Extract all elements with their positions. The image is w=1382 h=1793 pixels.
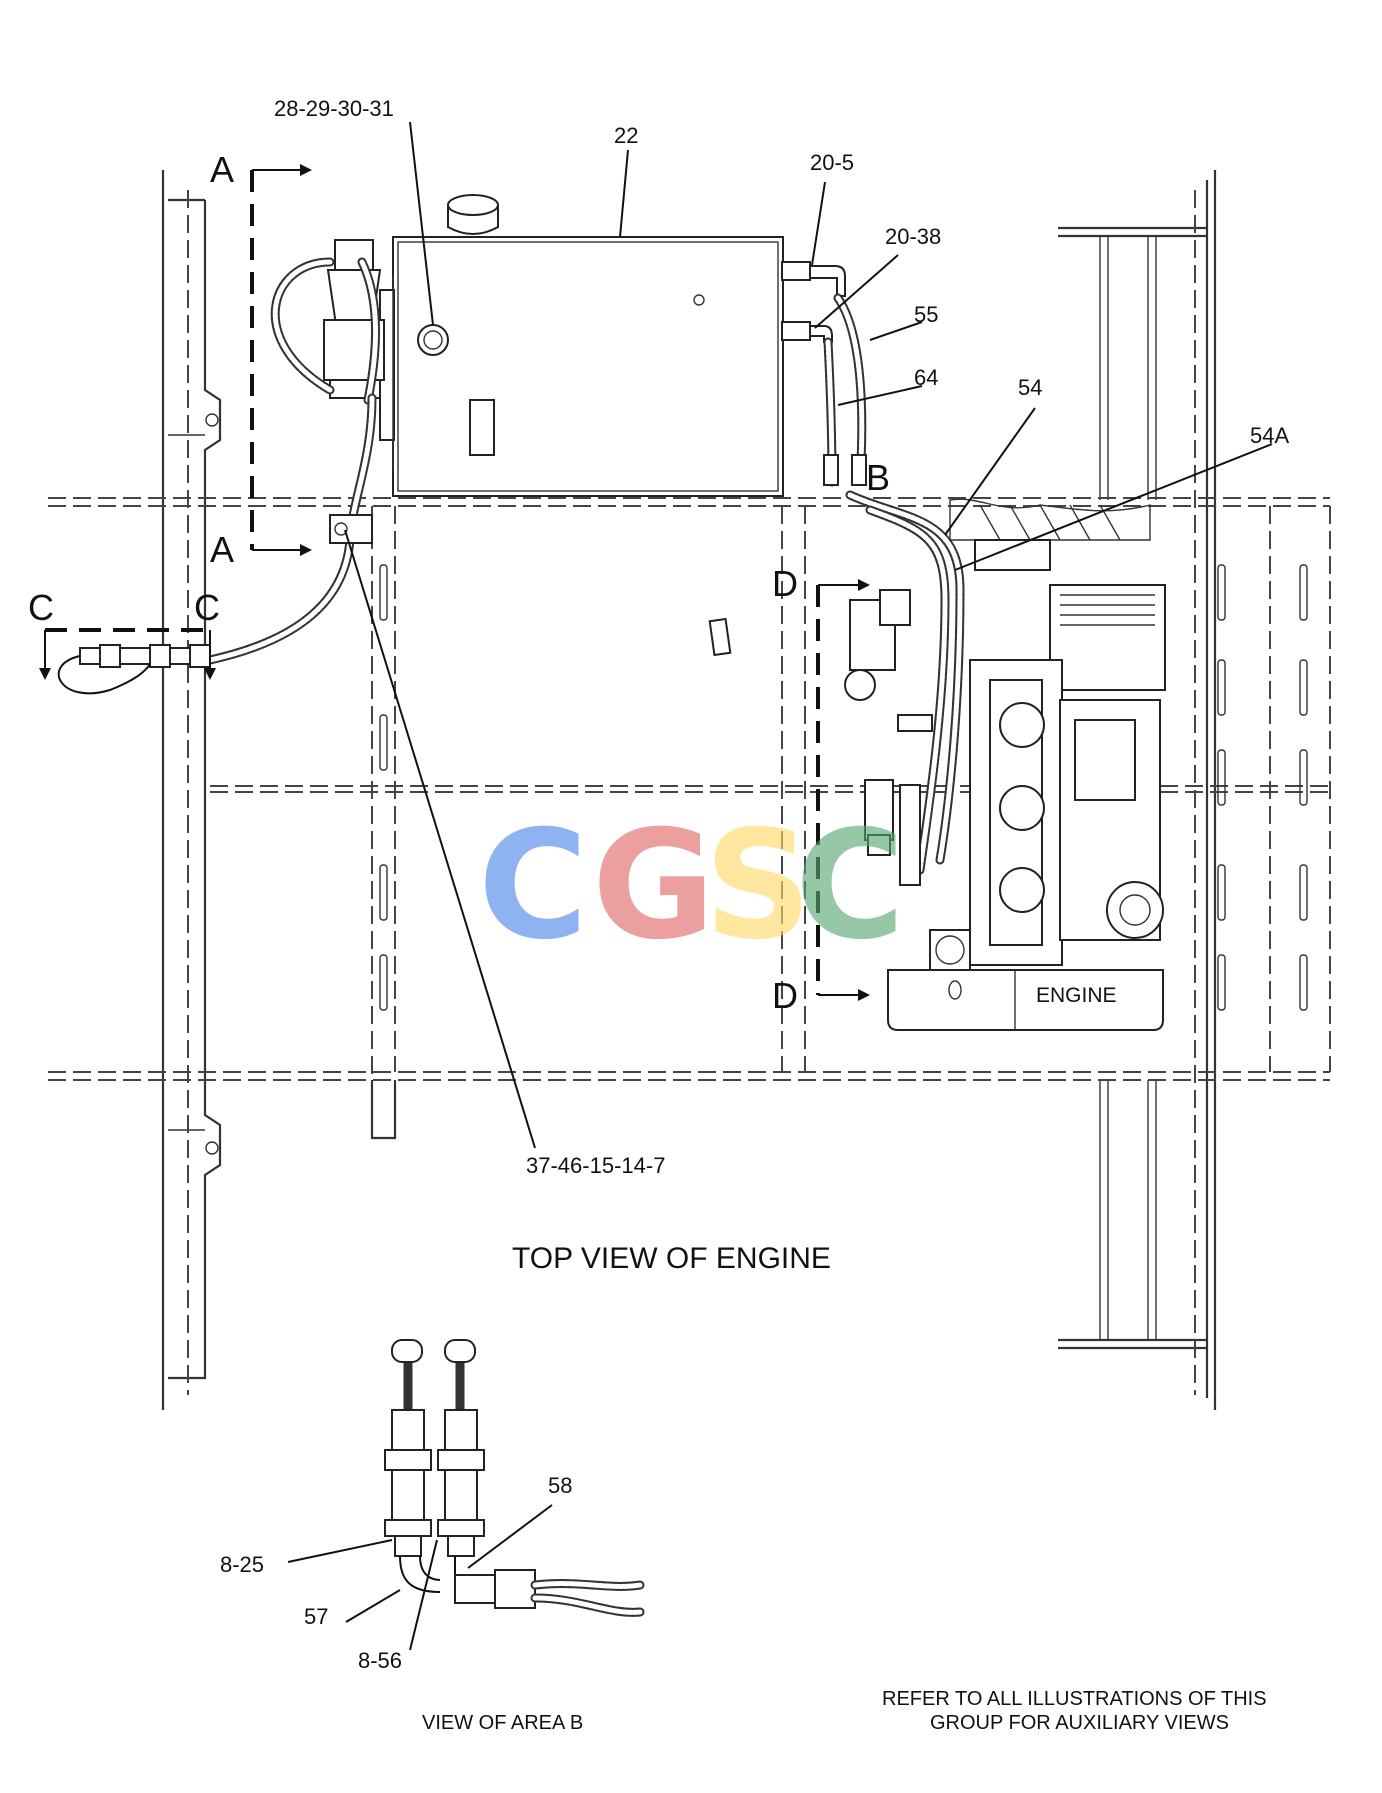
callout-22: 22: [614, 123, 638, 148]
section-marker-b: B: [866, 457, 890, 498]
refer-note-line-2: GROUP FOR AUXILIARY VIEWS: [930, 1712, 1229, 1734]
engine: [844, 498, 1166, 1031]
longitudinal-members: [370, 506, 1308, 1140]
watermark-letter-1: C: [478, 799, 588, 973]
view-area-b-caption: VIEW OF AREA B: [422, 1712, 583, 1734]
callout-20-5: 20-5: [810, 150, 854, 175]
area-b-detail: [287, 1339, 645, 1651]
watermark-letter-4: C: [795, 799, 905, 973]
fuel-tank: [379, 194, 784, 497]
section-marker-a-bottom: A: [210, 529, 234, 570]
section-markers: A A B C C D D: [28, 149, 890, 1016]
watermark-letter-2: G: [592, 799, 715, 973]
leader-lines: [344, 121, 1273, 1149]
callout-20-38: 20-38: [885, 224, 941, 249]
section-marker-d-top: D: [772, 563, 798, 604]
callout-37-46-15-14-7: 37-46-15-14-7: [526, 1153, 665, 1178]
section-marker-c-left: C: [28, 587, 54, 628]
captions: TOP VIEW OF ENGINE VIEW OF AREA B REFER …: [422, 1242, 1267, 1734]
supply-hose-left: [57, 393, 377, 695]
cgsc-watermark: C G S C: [478, 799, 905, 973]
engine-label: ENGINE: [1036, 984, 1117, 1007]
callout-54a: 54A: [1250, 423, 1289, 448]
callout-28-29-30-31: 28-29-30-31: [274, 96, 394, 121]
callout-55: 55: [914, 302, 938, 327]
watermark-letter-3: S: [704, 799, 812, 973]
left-frame-rail: [161, 170, 222, 1410]
callout-58: 58: [548, 1473, 572, 1498]
callout-54: 54: [1018, 375, 1042, 400]
cross-members: [48, 497, 1331, 1081]
section-cut-lines: [39, 164, 870, 1001]
callout-57: 57: [304, 1604, 328, 1629]
fuel-filter-assembly: [270, 239, 385, 405]
callout-64: 64: [914, 365, 938, 390]
right-frame-rail: [1058, 170, 1217, 1410]
callout-8-25: 8-25: [220, 1552, 264, 1577]
section-marker-a-top: A: [210, 149, 234, 190]
callout-8-56: 8-56: [358, 1648, 402, 1673]
top-view-caption: TOP VIEW OF ENGINE: [512, 1242, 831, 1275]
section-marker-d-bottom: D: [772, 975, 798, 1016]
section-marker-c-right: C: [194, 587, 220, 628]
return-lines: [781, 261, 965, 875]
callout-labels: 28-29-30-31 22 20-5 20-38 55 64 54 54A 3…: [220, 96, 1289, 1673]
refer-note-line-1: REFER TO ALL ILLUSTRATIONS OF THIS: [882, 1688, 1267, 1710]
